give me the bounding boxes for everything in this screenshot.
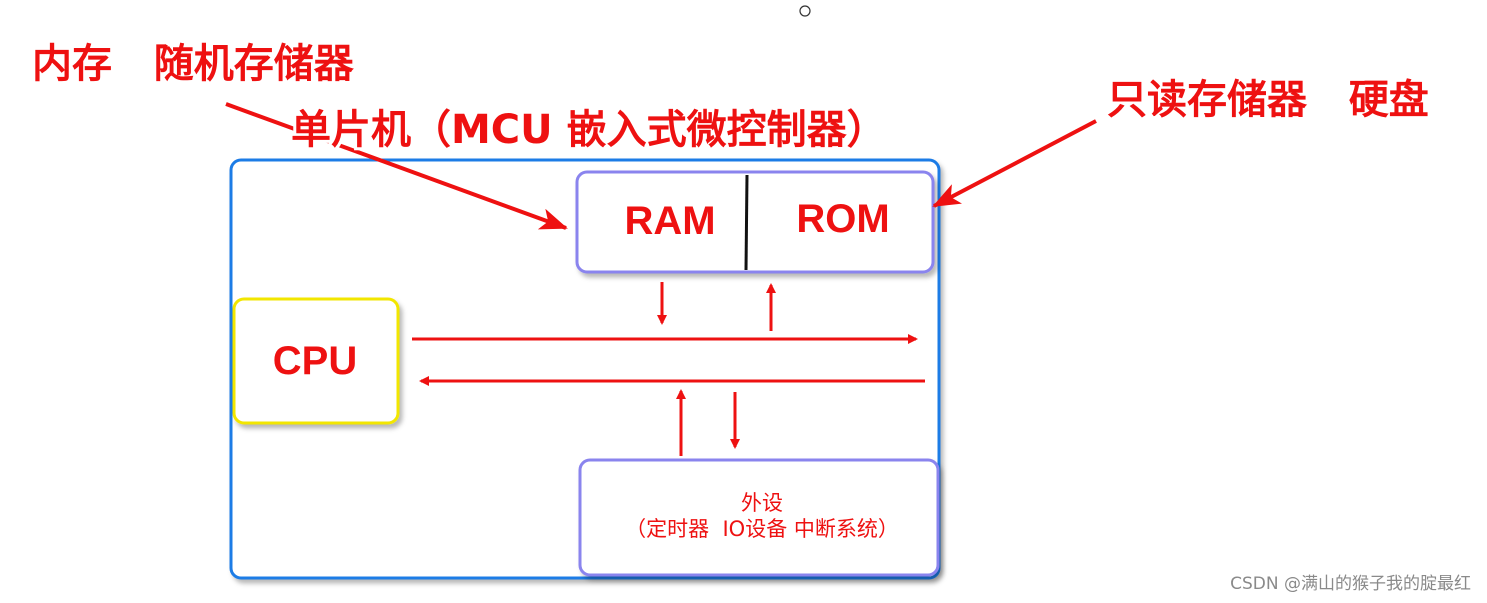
memory-divider bbox=[744, 174, 749, 271]
rom-label: ROM bbox=[796, 197, 889, 241]
rom-annotation-arrow bbox=[932, 119, 1097, 208]
mcu-title-label: 单片机（MCU 嵌入式微控制器） bbox=[291, 107, 887, 153]
peripheral-detail-label: （定时器 IO设备 中断系统） bbox=[625, 517, 899, 541]
peripheral-box bbox=[578, 458, 940, 577]
watermark-label: CSDN @满山的猴子我的腚最红 bbox=[1230, 574, 1471, 594]
cpu-label: CPU bbox=[273, 339, 357, 383]
peripheral-title-label: 外设 bbox=[741, 491, 783, 515]
cpu-box bbox=[232, 297, 400, 425]
rom-annotation-label: 只读存储器 硬盘 bbox=[1107, 77, 1429, 123]
top-handle-circle bbox=[799, 5, 811, 17]
ram-label: RAM bbox=[624, 199, 715, 243]
memory-box bbox=[575, 170, 935, 274]
ram-annotation-label: 内存 随机存储器 bbox=[32, 41, 355, 87]
ram-annotation-arrow bbox=[225, 102, 568, 230]
